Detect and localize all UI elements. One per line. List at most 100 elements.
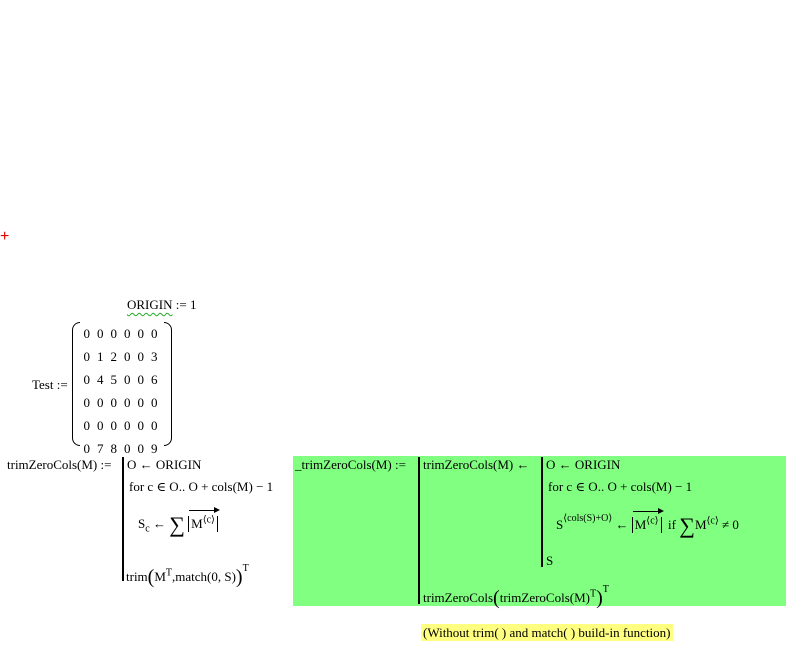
trim-function-lhs: trimZeroCols(M) bbox=[7, 457, 98, 472]
matrix-cell: 0 bbox=[124, 371, 131, 387]
matrix-cell: 3 bbox=[151, 348, 158, 364]
m-variable: M bbox=[154, 569, 166, 584]
matrix-cell: 0 bbox=[83, 325, 91, 341]
local-assign-arrow: ← bbox=[152, 516, 166, 531]
vectorized-abs: M⟨c⟩ bbox=[188, 507, 220, 532]
m-variable: M bbox=[191, 516, 203, 531]
matrix-cell: 0 bbox=[83, 440, 91, 456]
alt-line-origin[interactable]: O ← ORIGIN bbox=[546, 457, 621, 472]
insertion-cursor[interactable]: + bbox=[0, 228, 10, 245]
matrix-cell: 0 bbox=[137, 371, 145, 387]
summation-icon: ∑ bbox=[169, 512, 185, 537]
matrix-cell: 9 bbox=[151, 440, 158, 456]
matrix-cell: 0 bbox=[110, 417, 118, 433]
origin-assign-op: := bbox=[175, 297, 187, 312]
outer-transpose: T bbox=[602, 584, 609, 595]
matrix-cell: 4 bbox=[97, 371, 104, 387]
matrix-cell: 0 bbox=[151, 394, 158, 410]
match-args: ,match(0, S) bbox=[172, 569, 236, 584]
matrix-cell: 0 bbox=[124, 325, 131, 341]
inner-transpose: T bbox=[589, 588, 597, 600]
not-equal-zero: ≠ 0 bbox=[722, 517, 739, 532]
matrix-cell: 0 bbox=[124, 417, 131, 433]
column-superscript: ⟨c⟩ bbox=[706, 515, 719, 527]
alt-function-lhs: _trimZeroCols(M) bbox=[295, 457, 392, 472]
alt-line-conditional[interactable]: S⟨cols(S)+O⟩ ← M⟨c⟩ if ∑M⟨c⟩ ≠ 0 bbox=[556, 508, 739, 539]
close-paren: ) bbox=[596, 587, 603, 609]
matrix-cell: 0 bbox=[124, 394, 131, 410]
matrix-cell: 0 bbox=[83, 417, 91, 433]
m-variable: M bbox=[694, 517, 707, 532]
alt-assign-op: := bbox=[395, 457, 406, 472]
test-variable: Test bbox=[32, 377, 54, 392]
trim-call: trim bbox=[126, 569, 148, 584]
note-text: (Without trim( ) and match( ) build-in f… bbox=[421, 624, 673, 641]
program-bar bbox=[122, 457, 124, 581]
origin-variable: ORIGIN bbox=[127, 297, 173, 312]
s-variable: S bbox=[138, 516, 146, 531]
summation-icon: ∑ bbox=[679, 513, 695, 538]
matrix-cell: 0 bbox=[124, 440, 131, 456]
matrix-cell: 0 bbox=[137, 348, 145, 364]
outer-transpose: T bbox=[242, 563, 249, 574]
matrix-cell: 0 bbox=[97, 325, 104, 341]
matrix-cell: 8 bbox=[110, 440, 118, 456]
matrix-cell: 0 bbox=[137, 440, 145, 456]
matrix-cell: 0 bbox=[124, 348, 131, 364]
column-superscript: ⟨c⟩ bbox=[202, 514, 215, 526]
inner-call: trimZeroCols(M) bbox=[499, 590, 590, 605]
matrix-cell: 0 bbox=[137, 394, 145, 410]
open-paren: ( bbox=[147, 566, 155, 588]
column-index-superscript: ⟨cols(S)+O⟩ bbox=[563, 513, 613, 524]
outer-program-bar bbox=[418, 457, 420, 604]
test-assign-op: := bbox=[56, 377, 68, 392]
matrix-cell: 6 bbox=[151, 371, 158, 387]
matrix-left-paren bbox=[72, 322, 80, 446]
matrix-cell: 0 bbox=[83, 371, 91, 387]
matrix-cell: 0 bbox=[97, 394, 104, 410]
transpose-superscript: T bbox=[165, 567, 173, 579]
matrix-cell: 0 bbox=[110, 394, 118, 410]
matrix-cell: 0 bbox=[151, 325, 158, 341]
outer-call: trimZeroCols bbox=[423, 590, 494, 605]
inner-program-bar bbox=[541, 457, 543, 567]
vectorized-abs: M⟨c⟩ bbox=[631, 508, 664, 533]
program-line-for[interactable]: for c ∈ O.. O + cols(M) − 1 bbox=[129, 479, 274, 494]
matrix-cell: 0 bbox=[110, 325, 118, 341]
if-keyword: if bbox=[668, 517, 676, 532]
matrix-cell: 2 bbox=[110, 348, 118, 364]
annotation-note[interactable]: (Without trim( ) and match( ) build-in f… bbox=[421, 624, 673, 641]
matrix-cell: 0 bbox=[83, 394, 91, 410]
open-paren: ( bbox=[493, 587, 500, 609]
program-line-sum[interactable]: Sc ← ∑ M⟨c⟩ bbox=[138, 507, 220, 538]
origin-value: 1 bbox=[189, 297, 197, 312]
alt-line-for[interactable]: for c ∈ O.. O + cols(M) − 1 bbox=[548, 479, 693, 494]
alt-line-return-s[interactable]: S bbox=[546, 553, 554, 568]
matrix-cell: 5 bbox=[110, 371, 118, 387]
matrix-cell: 0 bbox=[137, 325, 145, 341]
matrix-cell: 0 bbox=[97, 417, 104, 433]
matrix-cell: 0 bbox=[83, 348, 91, 364]
highlighted-region[interactable] bbox=[293, 456, 786, 606]
m-variable: M bbox=[634, 517, 647, 532]
close-paren: ) bbox=[235, 566, 243, 588]
program-line-return[interactable]: trim(MT,match(0, S))T bbox=[126, 563, 249, 589]
origin-definition[interactable]: ORIGIN := 1 bbox=[127, 297, 196, 313]
trim-assign-op: := bbox=[100, 457, 112, 472]
alt-final-expression[interactable]: trimZeroCols(trimZeroCols(M)T)T bbox=[423, 584, 609, 610]
matrix-cell: 0 bbox=[137, 417, 145, 433]
s-subscript: c bbox=[145, 523, 150, 535]
matrix-cell: 1 bbox=[97, 348, 104, 364]
test-definition-label[interactable]: Test := bbox=[32, 377, 68, 393]
matrix-cell: 7 bbox=[97, 440, 104, 456]
inner-function-lhs[interactable]: trimZeroCols(M) ← bbox=[423, 457, 530, 472]
trim-function-definition[interactable]: trimZeroCols(M) := bbox=[7, 457, 111, 473]
matrix-cell: 0 bbox=[151, 417, 158, 433]
matrix-right-paren bbox=[164, 322, 172, 446]
program-line-origin[interactable]: O ← ORIGIN bbox=[127, 457, 202, 472]
s-variable: S bbox=[556, 517, 564, 532]
alt-function-definition[interactable]: _trimZeroCols(M) := bbox=[295, 457, 406, 473]
local-assign-arrow: ← bbox=[615, 517, 629, 532]
